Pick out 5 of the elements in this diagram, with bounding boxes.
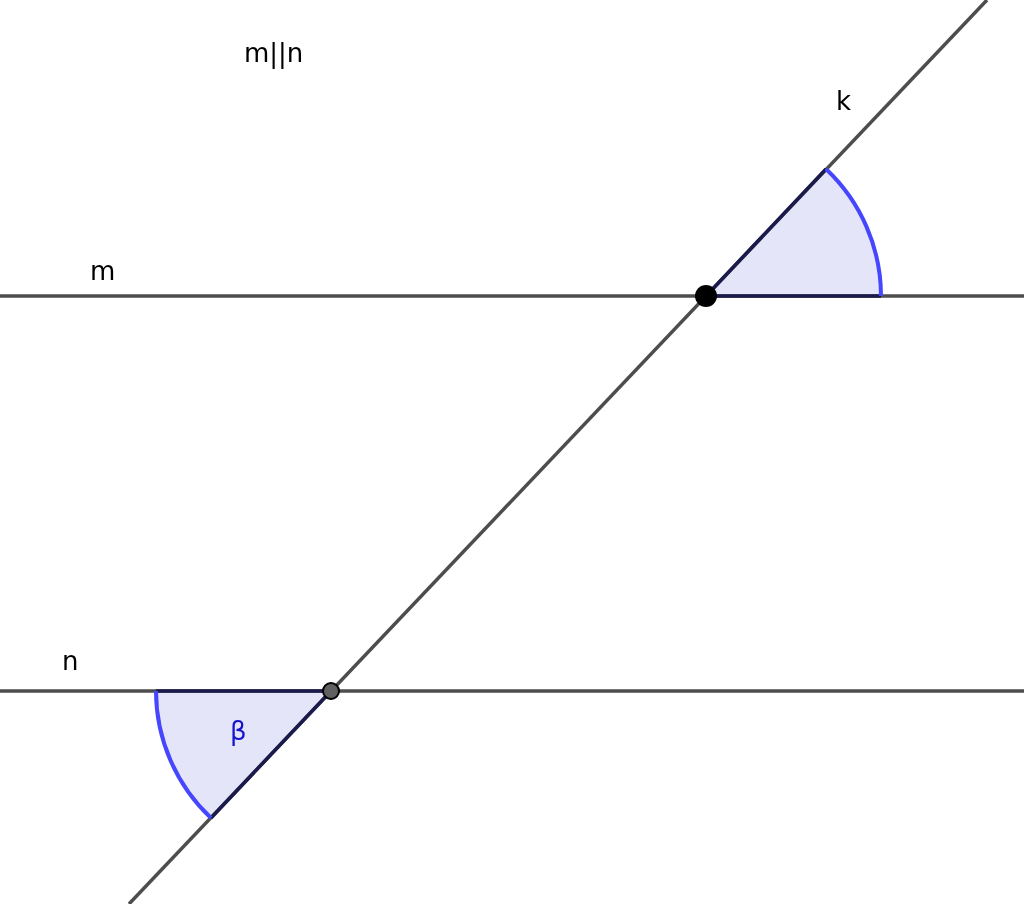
parallel-statement: m||n	[244, 38, 304, 68]
line-label: n	[62, 646, 79, 676]
line-label: k	[836, 86, 852, 116]
angle-label: β	[230, 716, 247, 746]
line-label: m	[90, 256, 116, 286]
